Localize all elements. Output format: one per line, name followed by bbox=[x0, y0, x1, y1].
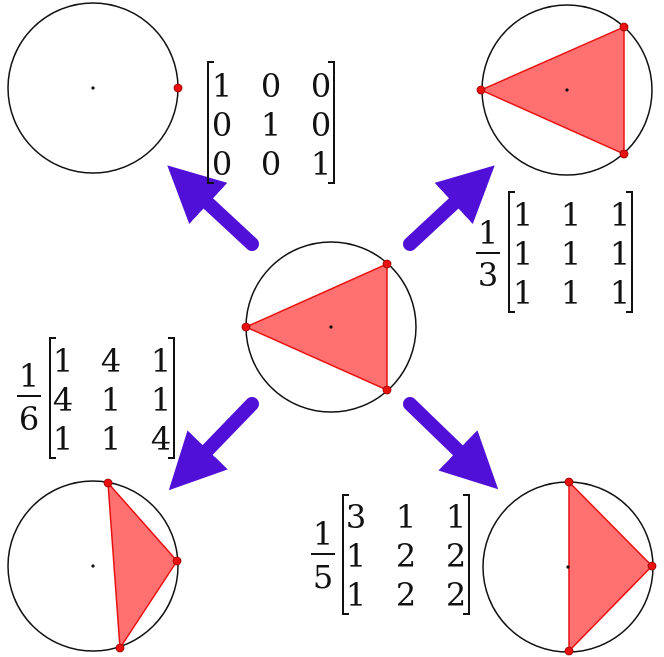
matrix-cell: 1 bbox=[53, 342, 73, 380]
top-right-dot bbox=[565, 88, 569, 92]
bottom-left-dot bbox=[91, 564, 95, 568]
prefactor-numerator: 1 bbox=[478, 214, 498, 252]
prefactor-bottom-right: 1 5 bbox=[311, 515, 335, 596]
matrix-cell: 1 bbox=[561, 235, 581, 273]
matrix-cell: 0 bbox=[212, 106, 232, 144]
matrix-cell: 1 bbox=[610, 235, 630, 273]
left-bracket bbox=[49, 337, 56, 459]
prefactor-denominator: 6 bbox=[19, 400, 39, 438]
top-left-vertex bbox=[173, 83, 183, 93]
matrix-cell: 1 bbox=[561, 274, 581, 312]
outcome-top-left bbox=[7, 2, 183, 174]
left-bracket bbox=[207, 61, 214, 184]
bottom-right-vertex bbox=[647, 561, 657, 571]
matrix-cell: 4 bbox=[53, 381, 73, 419]
matrix-cell: 1 bbox=[151, 381, 171, 419]
prefactor-numerator: 1 bbox=[19, 357, 39, 395]
center-triangle bbox=[244, 262, 388, 392]
outcome-top-right bbox=[476, 4, 653, 176]
matrix-bottom-left: 1 4 1 4 1 1 1 1 4 bbox=[49, 337, 175, 459]
outcome-bottom-left bbox=[7, 478, 182, 653]
prefactor-denominator: 3 bbox=[478, 256, 498, 294]
top-left-dot bbox=[91, 86, 95, 90]
arrows bbox=[167, 165, 499, 491]
left-bracket bbox=[508, 191, 515, 313]
matrix-cell: 1 bbox=[513, 235, 533, 273]
prefactor-bottom-left: 1 6 bbox=[17, 357, 41, 438]
arrow-to-bottom-left bbox=[168, 397, 259, 491]
matrix-top-left: 1 0 0 0 1 0 0 0 1 bbox=[207, 61, 335, 184]
top-right-vertex bbox=[619, 22, 629, 32]
right-bracket bbox=[328, 61, 335, 184]
arrow-to-top-right bbox=[403, 165, 495, 251]
bottom-right-vertex bbox=[564, 477, 574, 487]
matrix-cell: 3 bbox=[346, 498, 366, 536]
left-bracket bbox=[342, 494, 349, 615]
matrix-cell: 4 bbox=[151, 420, 171, 458]
matrix-cell: 1 bbox=[513, 274, 533, 312]
prefactor-numerator: 1 bbox=[313, 515, 333, 553]
matrix-cell: 1 bbox=[610, 274, 630, 312]
outcome-bottom-right bbox=[482, 477, 657, 656]
right-bracket bbox=[168, 337, 175, 459]
matrix-cell: 1 bbox=[311, 145, 331, 183]
arrow-to-top-left bbox=[167, 165, 259, 251]
matrix-cell: 1 bbox=[446, 498, 466, 536]
center-vertex bbox=[241, 322, 251, 332]
bottom-left-vertex bbox=[115, 643, 125, 653]
matrix-cell: 1 bbox=[261, 106, 281, 144]
matrix-top-right: 1 1 1 1 1 1 1 1 1 bbox=[508, 191, 633, 313]
top-right-triangle bbox=[479, 25, 625, 156]
matrix-cell: 2 bbox=[396, 576, 416, 614]
matrix-cell: 2 bbox=[396, 537, 416, 575]
matrix-cell: 1 bbox=[101, 420, 121, 458]
arrow-to-bottom-right bbox=[403, 397, 499, 490]
matrix-cell: 1 bbox=[101, 381, 121, 419]
bottom-left-circle bbox=[7, 480, 179, 652]
matrix-cell: 1 bbox=[346, 537, 366, 575]
center-dot bbox=[329, 325, 333, 329]
bottom-left-vertex bbox=[172, 556, 182, 566]
matrix-cell: 1 bbox=[151, 342, 171, 380]
matrix-cell: 1 bbox=[513, 196, 533, 234]
matrix-cell: 1 bbox=[561, 196, 581, 234]
matrix-cell: 0 bbox=[311, 106, 331, 144]
center-vertex bbox=[382, 385, 392, 395]
prefactor-top-right: 1 3 bbox=[476, 214, 500, 294]
matrix-cell: 0 bbox=[261, 67, 281, 105]
matrix-cell: 1 bbox=[396, 498, 416, 536]
bottom-right-vertex bbox=[564, 646, 574, 656]
matrix-cell: 1 bbox=[53, 420, 73, 458]
matrix-cell: 1 bbox=[610, 196, 630, 234]
matrix-cell: 1 bbox=[346, 576, 366, 614]
top-right-vertex bbox=[476, 85, 486, 95]
bottom-right-dot bbox=[566, 565, 570, 569]
center-state bbox=[241, 241, 417, 413]
matrix-cell: 0 bbox=[311, 67, 331, 105]
bottom-left-triangle bbox=[107, 480, 178, 651]
matrix-cell: 0 bbox=[261, 145, 281, 183]
matrix-bottom-right: 3 1 1 1 2 2 1 2 2 bbox=[342, 494, 470, 615]
top-right-vertex bbox=[619, 149, 629, 159]
matrix-cell: 4 bbox=[101, 342, 121, 380]
matrix-cell: 1 bbox=[212, 67, 232, 105]
prefactor-denominator: 5 bbox=[313, 558, 333, 596]
matrix-cell: 2 bbox=[446, 576, 466, 614]
bottom-left-vertex bbox=[103, 478, 113, 488]
right-bracket bbox=[463, 494, 470, 615]
bottom-right-triangle bbox=[568, 480, 654, 653]
matrix-cell: 0 bbox=[212, 145, 232, 183]
matrix-cell: 2 bbox=[446, 537, 466, 575]
right-bracket bbox=[626, 191, 633, 313]
center-vertex bbox=[382, 259, 392, 269]
